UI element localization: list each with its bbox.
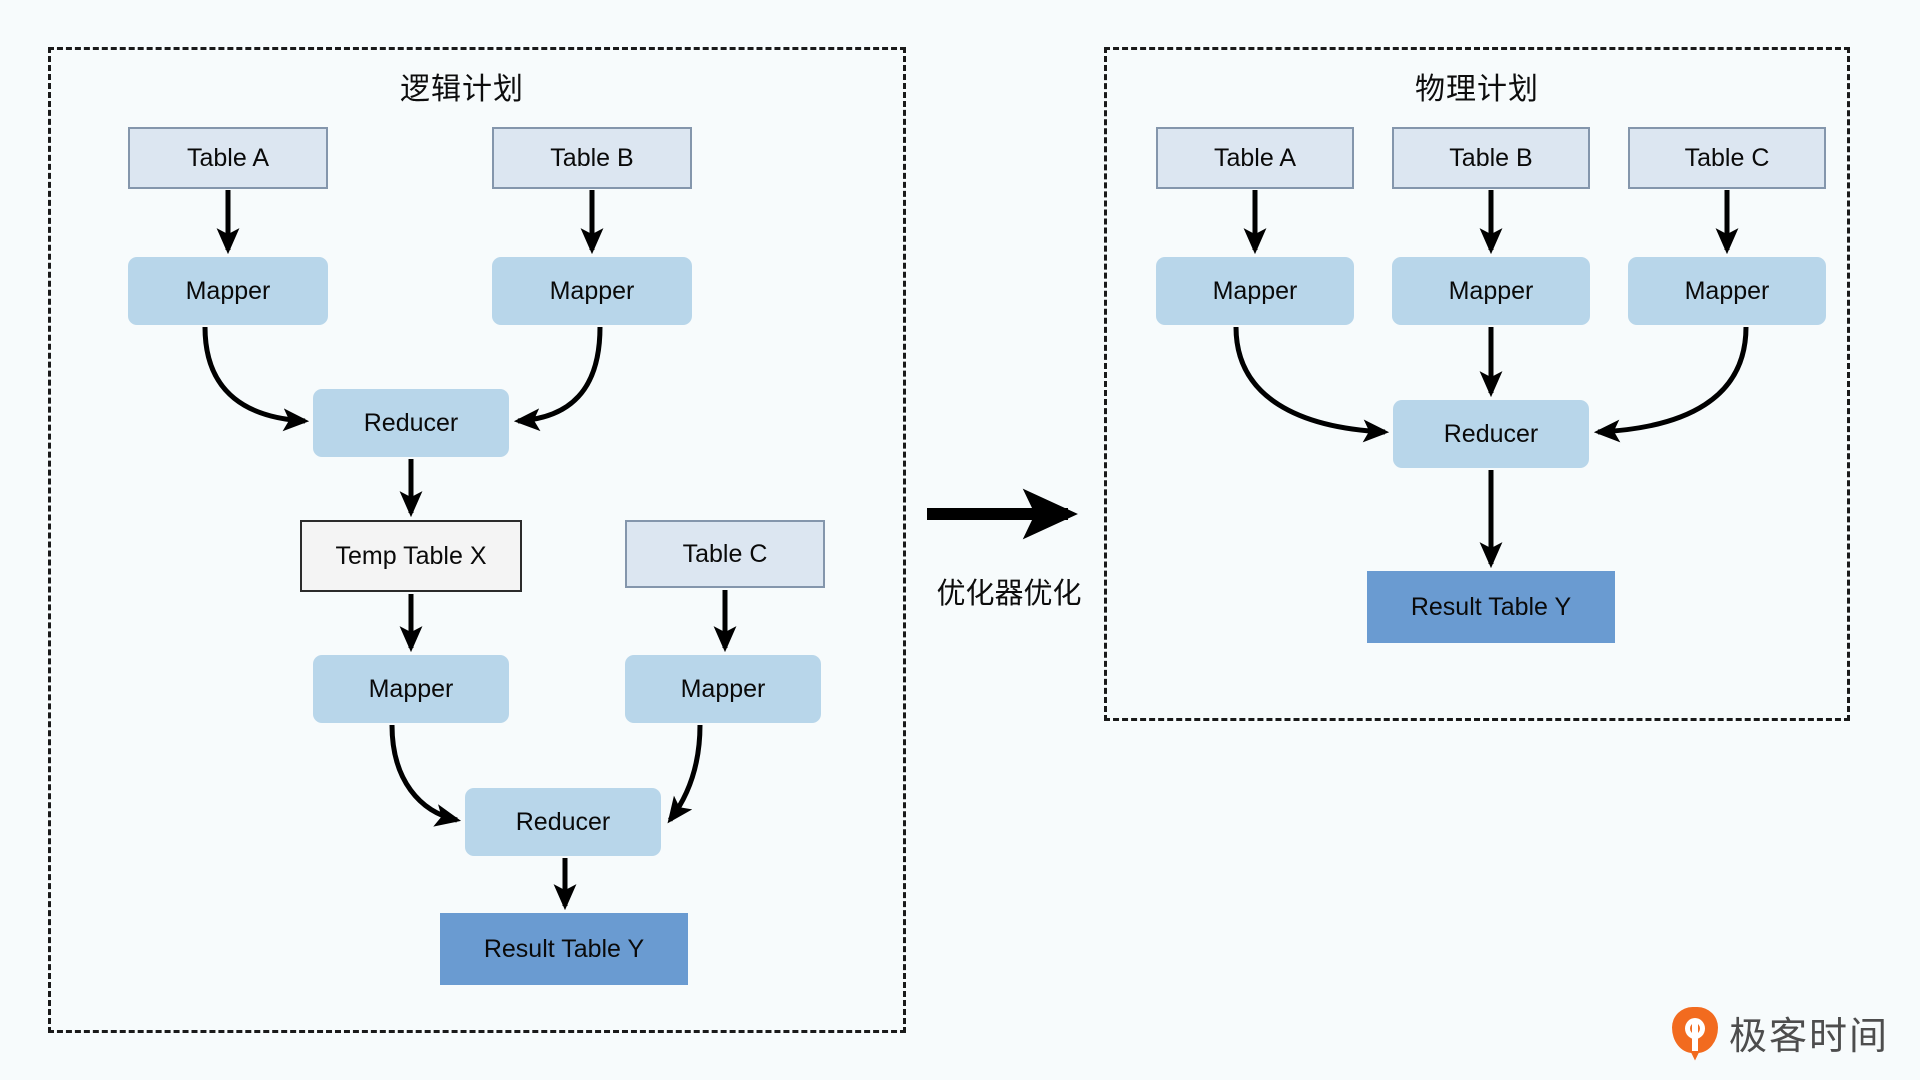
node-mapper-1[interactable]: Mapper [128,257,328,325]
geektime-drop-icon [1672,1006,1718,1059]
node-label: Table C [1684,143,1770,172]
edge-p-mapper1-to-reducer [1233,326,1390,443]
node-label: Table A [1213,143,1296,172]
optimizer-transform-label: 优化器优化 [936,576,1082,610]
node-label: Mapper [680,674,766,703]
node-p-mapper-2[interactable]: Mapper [1392,257,1590,325]
node-p-table-b[interactable]: Table B [1392,127,1590,189]
node-label: Reducer [1443,419,1539,448]
node-reducer-2[interactable]: Reducer [465,788,661,856]
node-label: Result Table Y [1410,592,1572,621]
node-label: Mapper [1684,276,1770,305]
brand-wordmark: 极客时间 [1729,1014,1890,1058]
logical-plan-panel [48,47,906,1033]
node-mapper-4[interactable]: Mapper [625,655,821,723]
edge-mapper2-to-reducer1 [513,326,603,432]
edge-p-mapper3-to-reducer [1593,326,1749,443]
node-label: Reducer [515,807,611,836]
node-p-mapper-1[interactable]: Mapper [1156,257,1354,325]
edge-mapper3-to-reducer2 [389,724,462,827]
node-label: Mapper [549,276,635,305]
node-p-mapper-3[interactable]: Mapper [1628,257,1826,325]
edge-mapper1-to-reducer1 [202,326,310,432]
node-label: Mapper [1212,276,1298,305]
node-reducer-1[interactable]: Reducer [313,389,509,457]
node-mapper-3[interactable]: Mapper [313,655,509,723]
node-result-table-y-logical[interactable]: Result Table Y [440,913,688,985]
node-label: Table B [1449,143,1533,172]
node-label: Result Table Y [483,934,645,963]
physical-plan-title: 物理计划 [1415,72,1539,107]
logical-plan-title: 逻辑计划 [400,72,524,107]
node-table-c-logical[interactable]: Table C [625,520,825,588]
node-p-table-c[interactable]: Table C [1628,127,1826,189]
node-temp-table-x[interactable]: Temp Table X [300,520,522,592]
brand-logo: 极客时间 [1672,1005,1889,1060]
node-p-table-a[interactable]: Table A [1156,127,1354,189]
node-label: Mapper [1448,276,1534,305]
node-label: Temp Table X [335,541,487,570]
edge-mapper4-to-reducer2 [667,724,703,824]
node-p-reducer[interactable]: Reducer [1393,400,1589,468]
node-label: Table C [682,539,768,568]
node-p-result-table-y[interactable]: Result Table Y [1367,571,1615,643]
node-label: Reducer [363,408,459,437]
node-label: Mapper [185,276,271,305]
node-mapper-2[interactable]: Mapper [492,257,692,325]
node-table-a[interactable]: Table A [128,127,328,189]
node-label: Table B [550,143,634,172]
node-table-b[interactable]: Table B [492,127,692,189]
physical-plan-panel [1104,47,1850,721]
node-label: Mapper [368,674,454,703]
node-label: Table A [186,143,269,172]
